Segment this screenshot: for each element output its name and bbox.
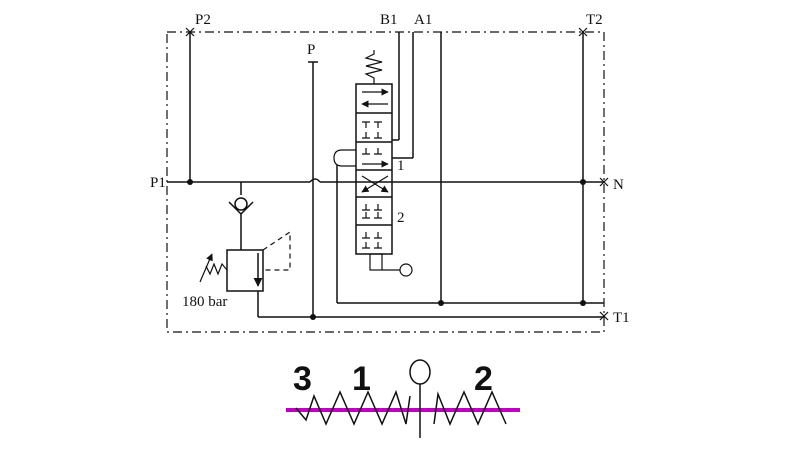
port-label-p2: P2 xyxy=(195,12,211,28)
detent-label-3: 3 xyxy=(293,360,312,398)
tank-lines xyxy=(257,32,604,318)
check-valve-symbol xyxy=(228,182,254,250)
pressure-lines xyxy=(167,32,604,317)
port-label-a1: A1 xyxy=(414,12,432,28)
detent-symbol xyxy=(286,359,520,438)
port-label-b1: B1 xyxy=(380,12,398,28)
port-label-n: N xyxy=(613,177,624,193)
directional-spool-valve xyxy=(333,50,413,277)
relief-valve-symbol xyxy=(199,230,291,292)
detent-label-2: 2 xyxy=(474,360,493,398)
relief-valve-setting: 180 bar xyxy=(182,294,227,310)
port-marker-t1 xyxy=(599,311,609,321)
port-label-p1: P1 xyxy=(150,175,166,191)
work-port-lines xyxy=(392,32,442,303)
detent-label-1: 1 xyxy=(352,360,371,398)
port-label-t2: T2 xyxy=(586,12,603,28)
spool-position-label-1: 1 xyxy=(397,158,405,174)
port-label-p: P xyxy=(307,42,315,58)
port-label-t1: T1 xyxy=(613,310,630,326)
spool-position-label-2: 2 xyxy=(397,210,405,226)
junction-dots xyxy=(187,179,586,320)
